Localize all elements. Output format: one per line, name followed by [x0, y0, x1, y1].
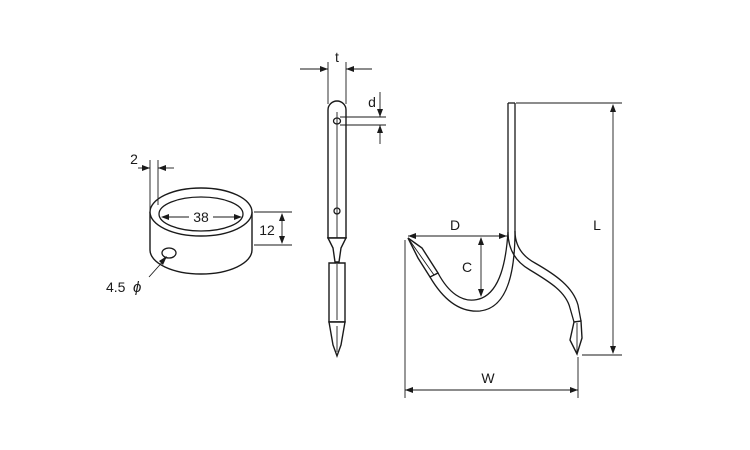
dim-t-arrow-left: [320, 66, 328, 72]
dim-inner-diameter-arrow-left: [161, 214, 169, 220]
dim-t-arrow-right: [346, 66, 354, 72]
dim-d-arrow-top: [377, 109, 383, 117]
dim-inner-diameter-label: 38: [193, 209, 209, 225]
dim-l-label: L: [593, 217, 601, 233]
hook-left-tip-line: [407, 237, 435, 276]
hook-outer-edge: [507, 103, 575, 323]
dim-d-arrow-bottom: [377, 125, 383, 133]
dim-d-horizontal-arrow-left: [408, 233, 416, 239]
dim-l-arrow-bottom: [610, 346, 616, 354]
dim-depth-label: D: [450, 217, 460, 233]
hole-size-label: 4.5: [106, 279, 126, 295]
dim-height-arrow-top: [279, 213, 285, 221]
dim-c-arrow-top: [478, 237, 484, 245]
dim-c-arrow-bottom: [478, 289, 484, 297]
dim-l-label-bg: [588, 216, 606, 234]
hook-profile-view: L D C W: [404, 102, 622, 398]
hole-diameter-symbol: ϕ: [133, 279, 141, 296]
dim-height-label: 12: [259, 222, 275, 238]
dim-inner-diameter-arrow-right: [234, 214, 242, 220]
dim-width-label: W: [481, 370, 495, 386]
dim-d-horizontal-arrow-right: [499, 233, 507, 239]
dim-w-arrow-right: [570, 387, 578, 393]
hook-bottom-curve-outer: [437, 231, 509, 301]
hook-bottom-curve-inner: [429, 230, 516, 312]
hook-left-tip: [407, 237, 440, 278]
dim-wall-arrow-right: [158, 165, 166, 171]
dim-t-label: t: [335, 49, 339, 65]
dim-inner-diameter-label-bg: [189, 208, 213, 225]
dim-height-label-bg: [257, 222, 277, 238]
side-view-taper-upper: [326, 237, 348, 263]
dim-clearance-label: C: [462, 259, 472, 275]
dim-l-arrow-top: [610, 104, 616, 112]
hook-inner-edge: [514, 103, 582, 322]
side-view: t d: [300, 49, 386, 359]
dim-wall-arrow-left: [142, 165, 150, 171]
ring-top-inner-ellipse: [158, 196, 244, 232]
dim-w-arrow-left: [405, 387, 413, 393]
ring-side-hole: [161, 247, 177, 259]
hook-right-tip: [569, 320, 583, 356]
side-view-hole-middle: [333, 207, 341, 215]
ring-view: 38 12 2 4.5 ϕ: [106, 151, 292, 296]
dim-wall-label: 2: [130, 151, 138, 167]
dim-height-arrow-bottom: [279, 236, 285, 244]
dim-d-label: d: [368, 94, 376, 110]
hole-leader-arrow: [159, 256, 167, 265]
side-view-hole-top: [332, 117, 342, 125]
